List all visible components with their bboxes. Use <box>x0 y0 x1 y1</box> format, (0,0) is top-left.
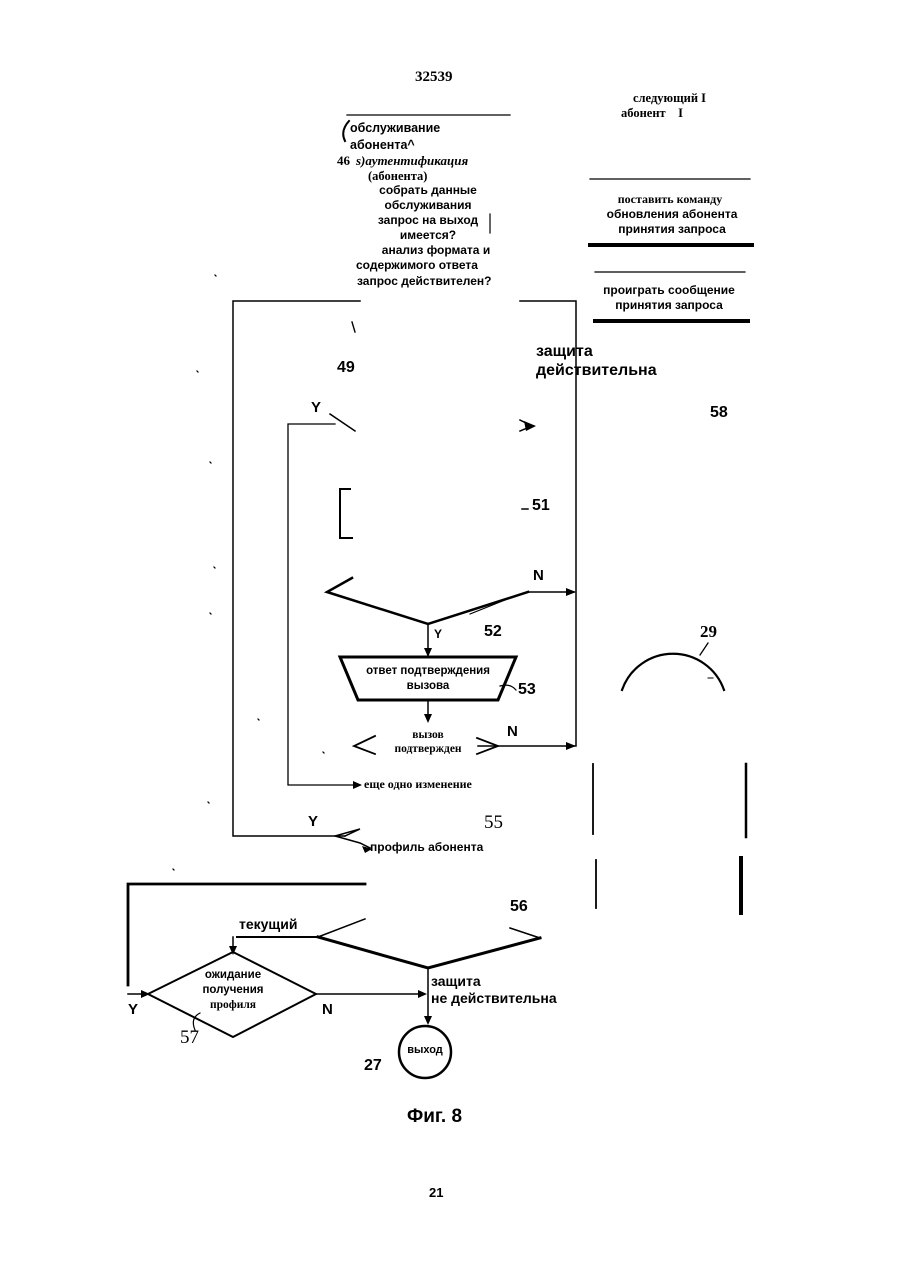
another-change-label: еще одно изменение <box>364 778 472 791</box>
label-29: 29 <box>700 623 717 641</box>
decision-1-left <box>330 414 355 431</box>
scan-speck <box>258 719 259 720</box>
call-confirm-line-1: ответ подтверждения <box>340 665 516 677</box>
scan-speck <box>210 462 211 463</box>
analyze-line-2: содержимого ответа <box>356 259 478 272</box>
authentication-label: s)аутентификация <box>356 154 468 168</box>
y-label-4: Y <box>128 1002 138 1018</box>
label-55: 55 <box>484 813 503 833</box>
scan-speck <box>197 371 198 372</box>
arrowhead-profile-wait-n <box>418 990 427 998</box>
play-message-line-2: принятия запроса <box>592 299 746 312</box>
label-52: 52 <box>484 624 502 641</box>
profile-wait-line-1: ожидание <box>183 969 283 981</box>
decision-56-right-edge <box>510 928 540 938</box>
inner-left-loop <box>288 424 360 785</box>
tick-49 <box>352 322 355 332</box>
arrowhead-decision-52-n <box>566 588 576 596</box>
arrowhead-right-loop-n <box>566 742 576 750</box>
current-label: текущий <box>239 917 297 932</box>
subscriber-profile-label: профиль абонента <box>370 841 483 854</box>
n-label-1: N <box>533 568 544 584</box>
call-confirm-line-2: вызова <box>340 680 516 692</box>
arrowhead-profile-wait-y <box>141 990 150 998</box>
call-confirmed-left <box>354 736 375 754</box>
profile-wait-line-2: получения <box>183 984 283 996</box>
label-58: 58 <box>710 405 728 422</box>
y-label-1: Y <box>311 400 321 416</box>
arrowhead-another-change <box>353 781 362 789</box>
arrowhead-exit <box>424 1016 432 1025</box>
label-57: 57 <box>180 1028 199 1048</box>
label-29-leader <box>700 643 708 655</box>
document-number: 32539 <box>415 70 453 86</box>
exit-request-line-1: запрос на выход <box>358 214 498 227</box>
update-command-line-2: обновления абонента <box>590 208 754 221</box>
label-56: 56 <box>510 899 528 916</box>
update-command-line-3: принятия запроса <box>590 223 754 236</box>
decision-55-fragment <box>335 829 370 848</box>
figure-caption: Фиг. 8 <box>407 1107 462 1127</box>
analyze-line-1: анализ формата и <box>366 244 506 257</box>
n-label-2: N <box>507 724 518 740</box>
play-message-line-1: проиграть сообщение <box>592 284 746 297</box>
call-confirmed-line-2: подтвержден <box>378 743 478 755</box>
label-49: 49 <box>337 360 355 377</box>
box-51-bracket <box>340 489 352 538</box>
protection-valid-line-1: защита <box>536 344 593 361</box>
scan-speck <box>323 752 324 753</box>
profile-wait-line-3: профиля <box>183 999 283 1011</box>
arrowhead-trapezoid-down <box>424 714 432 723</box>
decision-56 <box>318 937 540 968</box>
subscriber-caret-label: абонента^ <box>350 139 415 152</box>
subscriber-service-label: обслуживание <box>350 122 440 135</box>
y-label-2: Y <box>434 628 442 641</box>
call-confirmed-line-1: вызов <box>378 729 478 741</box>
request-valid-label: запрос действителен? <box>357 275 491 288</box>
scan-speck <box>210 613 211 614</box>
scan-speck <box>215 275 216 276</box>
subscriber-service-bracket <box>343 121 349 141</box>
protection-invalid-line-1: защита <box>431 974 481 989</box>
label-51: 51 <box>532 498 550 515</box>
next-subscriber-line-2: абонент I <box>621 107 683 120</box>
label-27: 27 <box>364 1058 382 1075</box>
scan-speck <box>208 802 209 803</box>
page-number: 21 <box>429 1186 443 1200</box>
collect-data-line-2: обслуживания <box>358 199 498 212</box>
authentication-sub-label: (абонента) <box>368 170 427 183</box>
label-52-leader <box>470 598 510 614</box>
exit-label: выход <box>399 1045 451 1057</box>
protection-valid-line-2: действительна <box>536 363 657 380</box>
scan-speck <box>214 567 215 568</box>
y-label-3: Y <box>308 814 318 830</box>
decision-56-top <box>318 919 365 937</box>
update-command-line-1: поставить команду <box>590 193 750 206</box>
label-53: 53 <box>518 682 536 699</box>
collect-data-line-1: собрать данные <box>358 184 498 197</box>
scan-speck <box>173 869 174 870</box>
connector-29-arc <box>622 654 724 690</box>
confirm-trapezoid <box>340 657 516 700</box>
label-46: 46 <box>337 154 350 168</box>
decision-52 <box>327 578 528 624</box>
outer-loop <box>233 301 360 836</box>
exit-request-line-2: имеется? <box>358 229 498 242</box>
arrowhead-decision-1 <box>524 421 536 431</box>
n-label-3: N <box>322 1002 333 1018</box>
next-subscriber-line-1: следующий I <box>633 92 706 105</box>
protection-invalid-line-2: не действительна <box>431 991 557 1006</box>
